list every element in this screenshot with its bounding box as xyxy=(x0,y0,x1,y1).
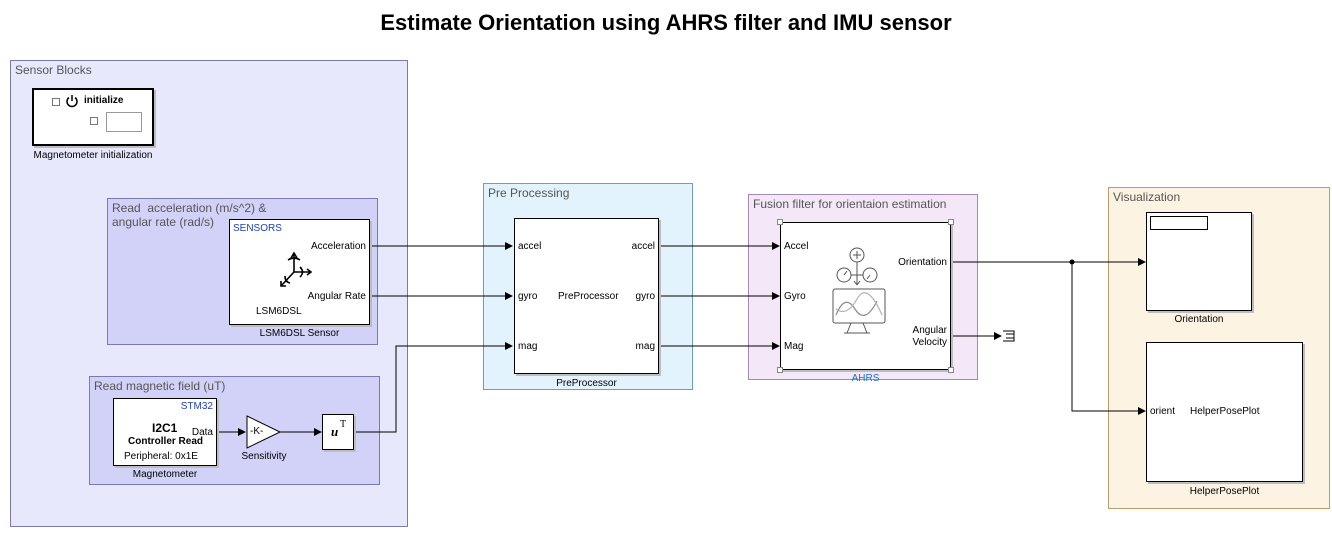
preprocessor-block[interactable]: accel gyro mag accel gyro mag PreProcess… xyxy=(514,218,659,374)
i2c-caption: Magnetometer xyxy=(132,469,198,480)
orientation-scope-block[interactable] xyxy=(1146,212,1252,311)
port-out-mag: mag xyxy=(635,341,655,352)
helper-pose-plot-block[interactable]: orient HelperPosePlot xyxy=(1146,342,1303,482)
ahrs-handle-tl xyxy=(777,219,783,225)
port-in-mag-ahrs: Mag xyxy=(784,341,804,352)
ahrs-handle-tr xyxy=(948,219,954,225)
port-acceleration: Acceleration xyxy=(310,241,366,252)
stm32-badge: STM32 xyxy=(180,401,213,412)
port-out-accel: accel xyxy=(631,241,655,252)
initialize-block[interactable]: initialize xyxy=(32,88,154,146)
inner-port-icon xyxy=(90,117,98,125)
port-in-orient: orient xyxy=(1150,406,1176,417)
transpose-block[interactable]: u T xyxy=(322,414,354,450)
preprocessor-center-label: PreProcessor xyxy=(558,291,619,302)
transpose-sup: T xyxy=(340,419,347,430)
imu-axes-icon xyxy=(280,251,313,287)
port-out-angular-velocity: Angular Velocity xyxy=(912,325,947,348)
inner-subsystem-icon xyxy=(106,112,142,132)
port-data: Data xyxy=(191,427,213,438)
i2c-line1: I2C1 xyxy=(152,421,178,435)
initialize-label: initialize xyxy=(84,95,124,106)
ahrs-block[interactable]: Accel Gyro Mag Orientation Angular Veloc… xyxy=(780,222,951,370)
power-icon xyxy=(66,95,78,108)
port-angular-rate: Angular Rate xyxy=(307,291,366,302)
wire-orientation-branch xyxy=(1071,262,1146,415)
preprocessor-caption: PreProcessor xyxy=(556,378,617,389)
i2c-line3: Peripheral: 0x1E xyxy=(124,451,198,462)
scope-title-bar xyxy=(1150,216,1208,230)
ahrs-handle-bl xyxy=(777,367,783,373)
orientation-scope-caption: Orientation xyxy=(1174,314,1224,325)
gain-label: -K- xyxy=(250,426,264,437)
ahrs-handle-br xyxy=(948,367,954,373)
port-in-mag: mag xyxy=(518,341,538,352)
lsm6dsl-caption: LSM6DSL Sensor xyxy=(259,328,340,339)
gain-block[interactable] xyxy=(246,415,282,449)
diagram-title: Estimate Orientation using AHRS filter a… xyxy=(380,10,952,35)
pre-processing-label: Pre Processing xyxy=(488,186,570,200)
wire-mag xyxy=(354,342,513,433)
ahrs-caption[interactable]: AHRS xyxy=(851,373,880,384)
port-in-accel-ahrs: Accel xyxy=(784,241,809,252)
initialize-caption: Magnetometer initialization xyxy=(33,150,153,161)
transpose-u: u xyxy=(331,424,339,439)
port-in-gyro-ahrs: Gyro xyxy=(784,291,806,302)
helper-pose-plot-center: HelperPosePlot xyxy=(1190,406,1260,417)
port-out-orientation: Orientation xyxy=(898,257,947,268)
sensor-blocks-label: Sensor Blocks xyxy=(15,63,92,77)
fusion-label: Fusion filter for orientaion estimation xyxy=(753,197,947,211)
lsm6dsl-block[interactable]: SENSORS Acceleration Angular Rate LSM6DS… xyxy=(229,219,370,325)
branch-point xyxy=(1069,259,1075,265)
lsm6dsl-name: LSM6DSL xyxy=(256,306,302,317)
i2c-controller-read-block[interactable]: STM32 I2C1 Controller Read Peripheral: 0… xyxy=(113,398,217,466)
visualization-label: Visualization xyxy=(1113,190,1181,204)
port-in-accel: accel xyxy=(518,241,542,252)
i2c-line2: Controller Read xyxy=(128,436,204,447)
read-accel-label: Read acceleration (m/s^2) & angular rate… xyxy=(112,201,267,229)
checkbox-icon xyxy=(52,98,60,106)
sensors-badge: SENSORS xyxy=(233,223,282,234)
read-mag-label: Read magnetic field (uT) xyxy=(94,379,226,393)
gain-caption: Sensitivity xyxy=(241,451,287,462)
helper-pose-plot-caption: HelperPosePlot xyxy=(1189,486,1260,497)
port-in-gyro: gyro xyxy=(518,291,538,302)
ahrs-fusion-icon xyxy=(832,247,886,334)
terminator-icon xyxy=(1003,330,1015,342)
port-out-gyro: gyro xyxy=(635,291,655,302)
